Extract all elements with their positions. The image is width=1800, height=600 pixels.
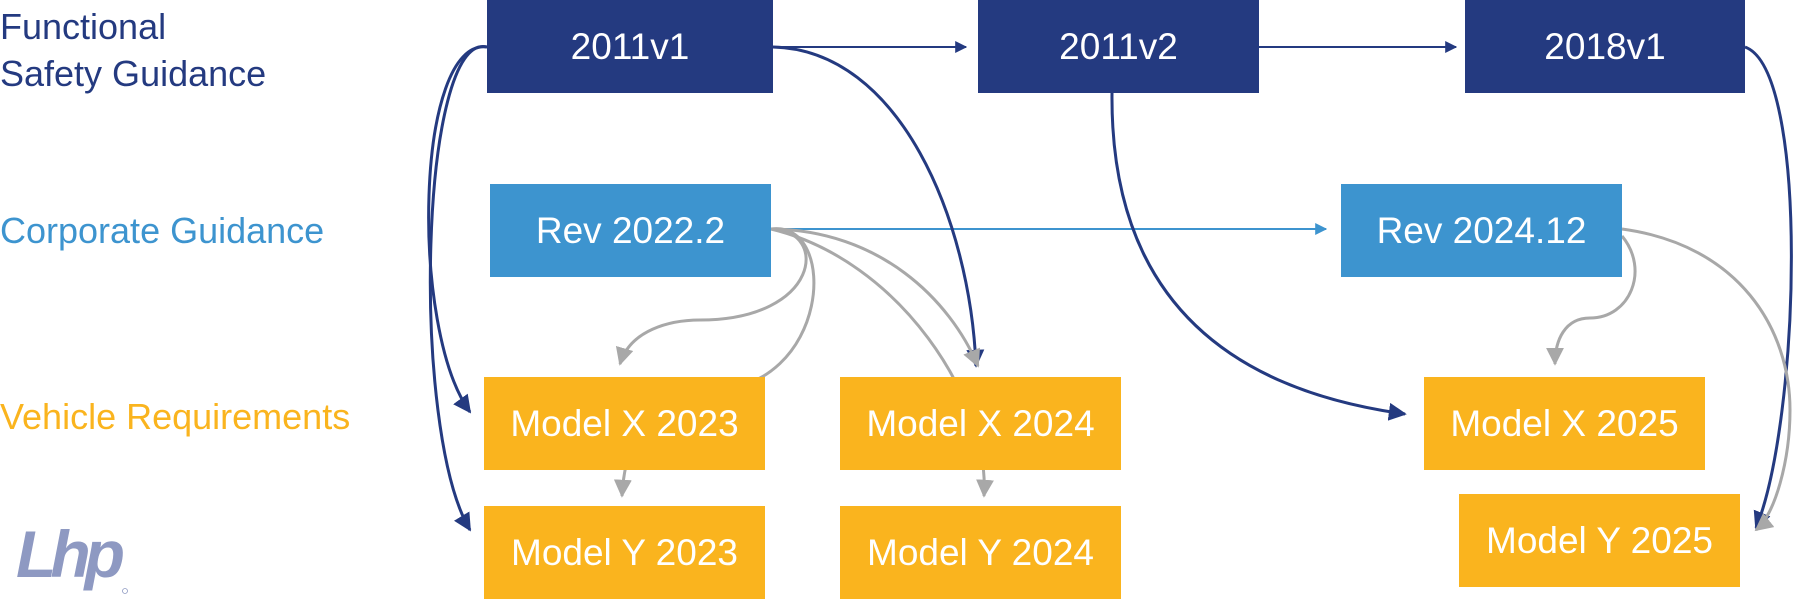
- arrow-2011v1-to-model-x-2023: [427, 45, 488, 414]
- node-model-x-2024: Model X 2024: [840, 377, 1121, 470]
- node-fsg-2011v1: 2011v1: [487, 0, 773, 93]
- node-model-y-2023: Model Y 2023: [484, 506, 765, 599]
- node-model-x-2025: Model X 2025: [1424, 377, 1705, 470]
- row-label-functional-safety-line2: Safety Guidance: [0, 52, 267, 94]
- lhp-logo: Lhp: [16, 517, 130, 594]
- row-label-functional-safety: Functional Safety Guidance: [0, 4, 266, 98]
- node-corp-rev-2022: Rev 2022.2: [490, 184, 771, 277]
- node-model-x-2023: Model X 2023: [484, 377, 765, 470]
- row-label-vehicle: Vehicle Requirements: [0, 396, 351, 437]
- node-fsg-2011v2: 2011v2: [978, 0, 1259, 93]
- node-fsg-2018v1: 2018v1: [1465, 0, 1745, 93]
- lhp-logo-text: Lhp: [16, 517, 124, 591]
- arrow-rev2022-to-model-x-2024: [770, 227, 980, 368]
- registered-mark-icon: [122, 588, 128, 594]
- row-label-functional-safety-line1: Functional: [0, 6, 167, 47]
- arrow-2018v1-to-model-y-2025: [1744, 45, 1793, 530]
- node-corp-rev-2024: Rev 2024.12: [1341, 184, 1622, 277]
- arrow-2011v1-to-model-y-2023: [428, 45, 488, 532]
- row-label-corporate: Corporate Guidance: [0, 210, 325, 251]
- node-model-y-2024: Model Y 2024: [840, 506, 1121, 599]
- node-model-y-2025: Model Y 2025: [1459, 494, 1740, 587]
- arrow-2011v1-to-model-x-2024: [772, 45, 985, 368]
